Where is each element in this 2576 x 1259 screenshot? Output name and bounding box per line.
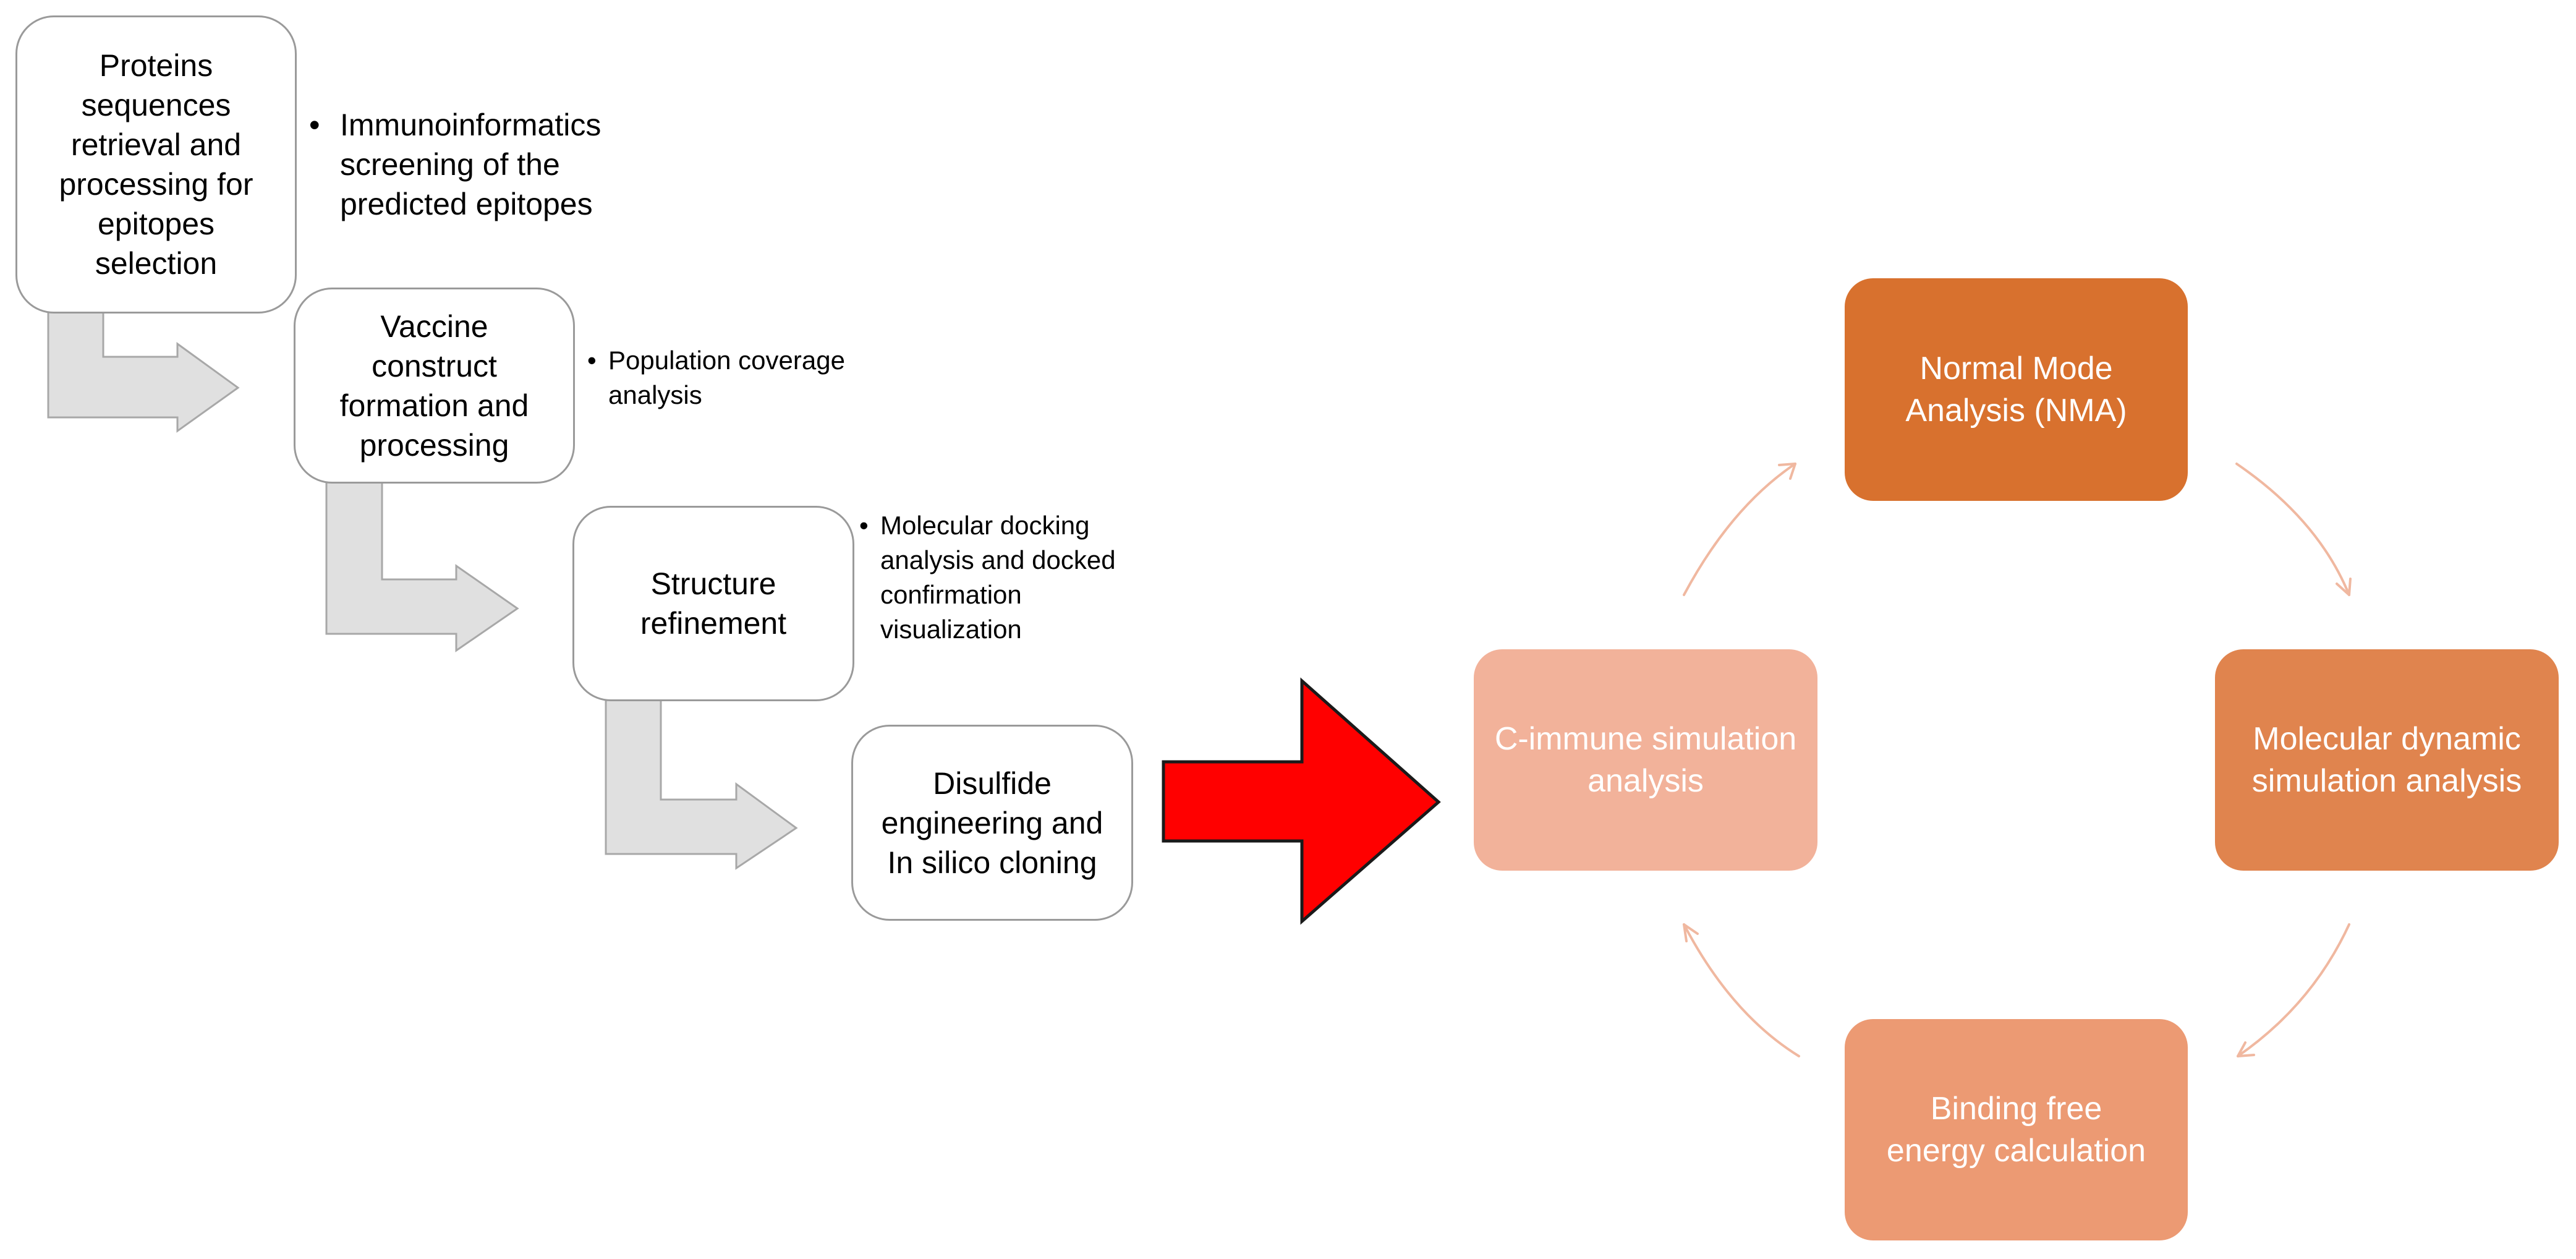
elbow-arrow-2 xyxy=(325,481,519,652)
note-population-coverage: • Population coverage analysis xyxy=(587,343,847,412)
cycle-arrow-c-immune-to-nma xyxy=(1683,463,1796,596)
cycle-arrow-binding-to-c-immune xyxy=(1683,923,1800,1057)
note-bullet: • xyxy=(859,511,869,540)
big-red-arrow xyxy=(1162,677,1441,925)
cycle-molecular-dynamic-label: Molecular dynamic simulation analysis xyxy=(2251,721,2522,799)
step-protein-retrieval-label: Proteins sequences retrieval and process… xyxy=(59,48,253,281)
note-immunoinformatics-text: Immunoinformatics screening of the predi… xyxy=(340,108,601,221)
note-molecular-docking: • Molecular docking analysis and docked … xyxy=(859,508,1131,647)
cycle-binding-free-energy-label: Binding free energy calculation xyxy=(1886,1091,2146,1169)
cycle-binding-free-energy: Binding free energy calculation xyxy=(1845,1019,2188,1240)
elbow-arrow-3 xyxy=(605,699,798,870)
step-vaccine-construct: Vaccine construct formation and processi… xyxy=(294,288,575,484)
note-immunoinformatics: • Immunoinformatics screening of the pre… xyxy=(309,105,643,224)
note-bullet: • xyxy=(309,108,320,142)
cycle-c-immune-simulation: C-immune simulation analysis xyxy=(1474,649,1817,871)
step-structure-refinement-label: Structure refinement xyxy=(640,566,787,641)
step-structure-refinement: Structure refinement xyxy=(572,506,854,701)
cycle-arrow-md-to-binding xyxy=(2237,923,2350,1057)
cycle-arrow-nma-to-md xyxy=(2235,463,2350,596)
cycle-normal-mode-analysis-label: Normal Mode Analysis (NMA) xyxy=(1905,351,2127,429)
note-molecular-docking-text: Molecular docking analysis and docked co… xyxy=(880,511,1116,644)
step-vaccine-construct-label: Vaccine construct formation and processi… xyxy=(339,309,529,463)
elbow-arrow-1 xyxy=(47,311,240,433)
cycle-c-immune-simulation-label: C-immune simulation analysis xyxy=(1494,721,1797,799)
cycle-molecular-dynamic: Molecular dynamic simulation analysis xyxy=(2215,649,2559,871)
step-disulfide-engineering: Disulfide engineering and In silico clon… xyxy=(851,725,1133,921)
step-protein-retrieval: Proteins sequences retrieval and process… xyxy=(15,15,297,314)
note-population-coverage-text: Population coverage analysis xyxy=(608,346,845,409)
note-bullet: • xyxy=(587,346,597,375)
step-disulfide-engineering-label: Disulfide engineering and In silico clon… xyxy=(881,766,1103,880)
cycle-normal-mode-analysis: Normal Mode Analysis (NMA) xyxy=(1845,278,2188,501)
cycle-arrows xyxy=(1683,463,2352,1057)
